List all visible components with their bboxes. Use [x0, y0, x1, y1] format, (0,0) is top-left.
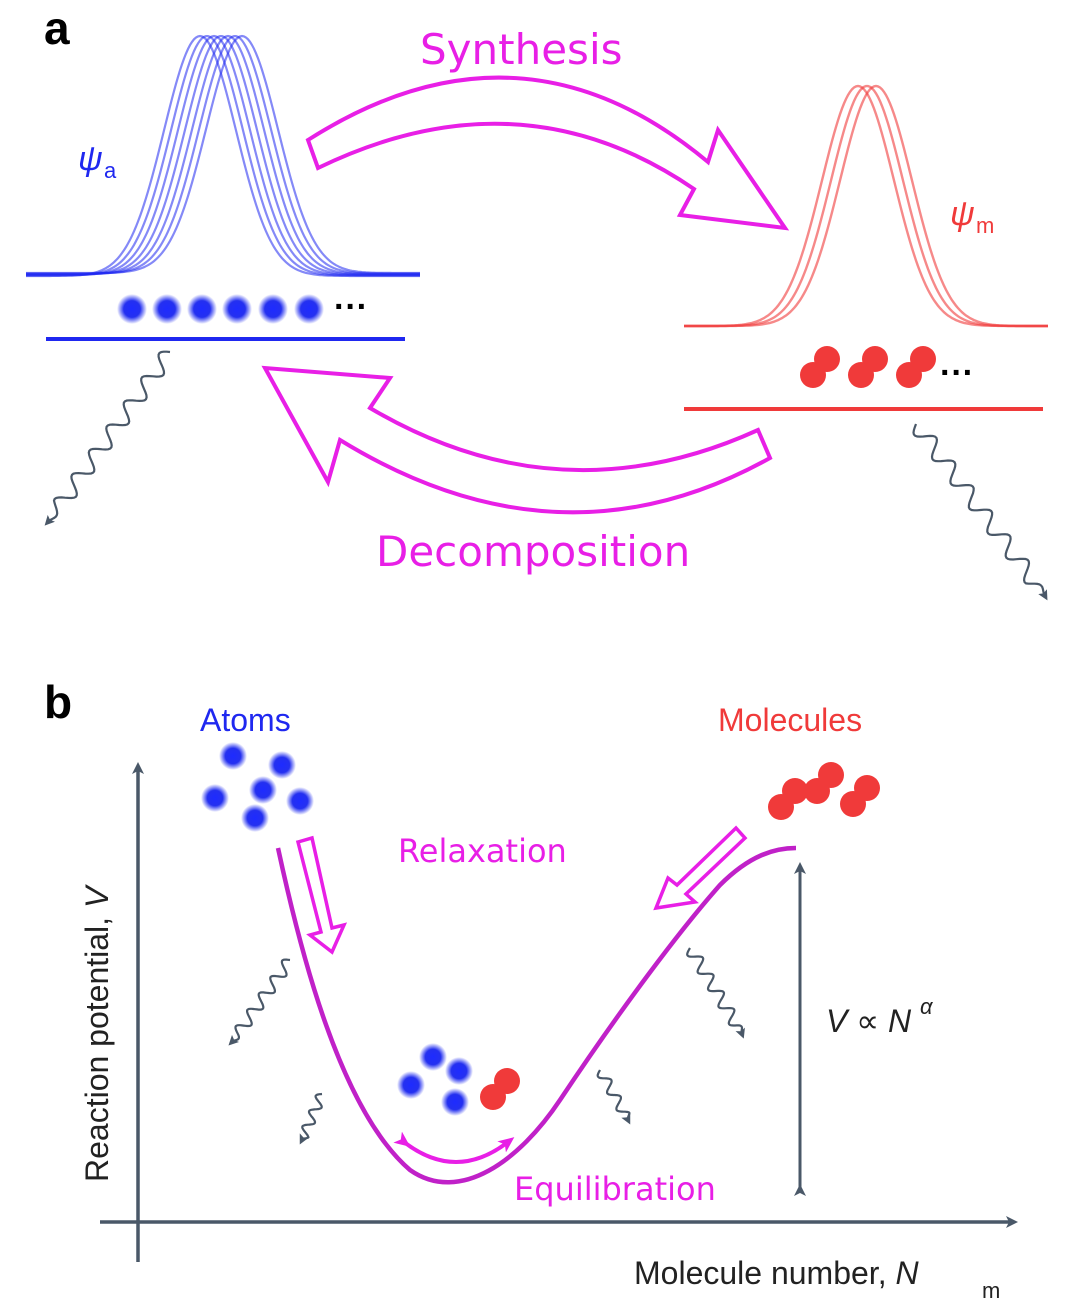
molecule-atom	[840, 791, 866, 817]
y-axis-label: Reaction potential, V	[79, 884, 115, 1182]
photon-emission-molecules-icon	[912, 423, 1048, 601]
molecule-dimer	[840, 775, 880, 817]
relaxation-label: Relaxation	[398, 832, 567, 870]
equilibration-arrow	[393, 1131, 515, 1164]
synthesis-arrow	[305, 75, 790, 231]
molecule-atom	[896, 362, 922, 388]
molecule-atom	[804, 778, 830, 804]
molecule-ellipsis: ···	[940, 354, 974, 392]
molecule-atom	[768, 794, 794, 820]
molecule-dimer	[800, 346, 840, 388]
psi-atom-subscript: a	[104, 158, 117, 183]
atom-dot	[222, 294, 252, 324]
atoms-cluster	[201, 742, 314, 832]
psi-atom-symbol: ψ	[78, 140, 103, 178]
synthesis-label: Synthesis	[420, 25, 623, 74]
atom-dot	[268, 751, 296, 779]
x-axis-label: Molecule number, N	[634, 1255, 919, 1291]
molecule-dimers-row	[800, 346, 936, 388]
atom-wavefunctions	[26, 34, 420, 278]
atom-dot	[397, 1071, 425, 1099]
panel-b-letter: b	[44, 676, 72, 728]
atom-dots-row	[117, 294, 324, 324]
atom-dot	[187, 294, 217, 324]
photon-emission-icon-4	[596, 1069, 631, 1125]
atom-dot	[294, 294, 324, 324]
decomposition-arrow	[261, 365, 773, 515]
atom-dot	[419, 1043, 447, 1071]
atoms-label: Atoms	[200, 702, 291, 738]
decomposition-label: Decomposition	[376, 527, 690, 576]
molecule-dimer	[480, 1068, 520, 1110]
photon-emission-icon-2	[299, 1092, 323, 1145]
molecule-dimer	[804, 762, 844, 804]
molecule-dimer	[848, 346, 888, 388]
panel-a-letter: a	[44, 2, 70, 54]
atom-dot	[249, 776, 277, 804]
photon-emission-atoms-icon	[44, 350, 171, 526]
molecule-atom	[848, 362, 874, 388]
relaxation-arrow-left	[295, 835, 348, 955]
molecule-wavefunctions	[684, 84, 1048, 328]
equilibration-label: Equilibration	[514, 1170, 716, 1208]
potential-curve	[275, 845, 797, 1185]
atom-dot	[117, 294, 147, 324]
atom-dot	[201, 784, 229, 812]
molecule-wavefunction-curve	[684, 84, 1048, 328]
scaling-exponent: α	[920, 994, 934, 1019]
atom-dot	[445, 1057, 473, 1085]
atom-dot	[241, 804, 269, 832]
molecule-atom	[800, 362, 826, 388]
molecule-dimer	[896, 346, 936, 388]
photon-emission-icon-1	[228, 958, 291, 1046]
psi-molecule-subscript: m	[976, 213, 994, 238]
psi-molecule-symbol: ψ	[950, 195, 975, 233]
atom-ellipsis: ···	[334, 288, 368, 326]
atom-dot	[441, 1088, 469, 1116]
relaxation-arrow-right	[653, 825, 748, 911]
molecule-dimer	[768, 778, 808, 820]
molecules-cluster	[768, 762, 880, 820]
mixed-cluster	[397, 1043, 520, 1116]
atom-wavefunction-curve	[26, 34, 420, 275]
scaling-law: V ∝ N	[826, 1003, 912, 1039]
atom-dot	[258, 294, 288, 324]
molecule-atom	[480, 1084, 506, 1110]
atom-dot	[152, 294, 182, 324]
x-axis-subscript: m	[982, 1278, 1000, 1303]
molecules-label: Molecules	[718, 702, 862, 738]
photon-emission-icon-3	[686, 947, 745, 1039]
atom-dot	[219, 742, 247, 770]
atom-dot	[286, 787, 314, 815]
